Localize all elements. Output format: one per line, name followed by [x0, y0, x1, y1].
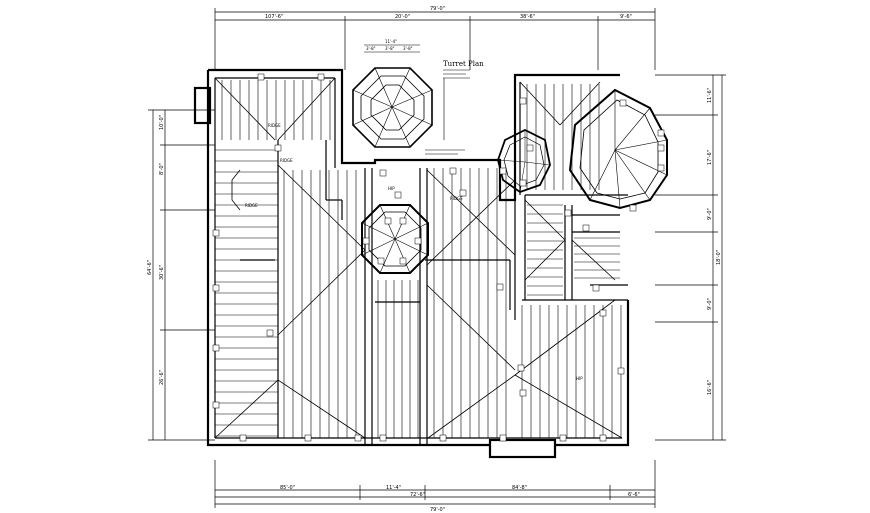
dim-right-2: 17'-6" — [707, 150, 713, 165]
hip-valley-lines — [214, 77, 623, 439]
dim-top-2: 20'-0" — [395, 14, 410, 20]
member-tag — [619, 99, 627, 107]
ridge-label-2: RIDGE — [280, 158, 293, 163]
dim-right-3: 9'-0" — [707, 208, 713, 220]
member-tags — [212, 73, 665, 442]
member-tag — [559, 434, 567, 442]
member-tag — [449, 167, 457, 175]
member-tag — [519, 97, 527, 105]
dim-right-1: 11'-6" — [707, 88, 713, 103]
member-tag — [379, 434, 387, 442]
member-tag — [657, 129, 665, 137]
dim-top-overall: 79'-0" — [430, 6, 445, 12]
member-tag — [394, 191, 402, 199]
ridge-label-4: RIDGE — [450, 196, 463, 201]
member-tag — [519, 389, 527, 397]
rafter-lines — [215, 80, 622, 438]
dim-bottom-5: 72'-6" — [410, 492, 425, 498]
member-tag — [239, 434, 247, 442]
member-tag — [257, 73, 265, 81]
member-tag — [617, 367, 625, 375]
member-tag — [496, 283, 504, 291]
member-tag — [212, 284, 220, 292]
member-tag — [499, 434, 507, 442]
member-tag — [362, 237, 370, 245]
member-tag — [274, 144, 282, 152]
dim-left-overall: 64'-6" — [147, 260, 153, 275]
dim-left-2: 8'-0" — [159, 163, 165, 175]
turret-plan-title: Turret Plan — [443, 60, 484, 68]
member-tag — [526, 144, 534, 152]
dim-left-1: 10'-0" — [159, 115, 165, 130]
member-tag — [517, 364, 525, 372]
turret-dim-b: 3'-8" — [385, 46, 395, 51]
member-tag — [439, 434, 447, 442]
ridge-label-1: RIDGE — [268, 123, 281, 128]
dim-left-4: 26'-6" — [159, 370, 165, 385]
hip-label-2: HIP — [576, 376, 583, 381]
dim-left-3: 30'-6" — [159, 265, 165, 280]
member-tag — [629, 204, 637, 212]
dim-top-4: 9'-6" — [620, 14, 632, 20]
dim-bottom-1: 85'-0" — [280, 485, 295, 491]
member-tag — [519, 179, 527, 187]
dim-top-1: 107'-6" — [265, 14, 283, 20]
dim-right-6: 16'-6" — [707, 380, 713, 395]
dim-bottom-overall: 79'-0" — [430, 507, 445, 513]
member-tag — [212, 229, 220, 237]
dim-bottom-4: 6'-6" — [628, 492, 640, 498]
member-tag — [599, 434, 607, 442]
member-tag — [657, 164, 665, 172]
member-tag — [459, 189, 467, 197]
member-tag — [499, 167, 507, 175]
bay-turret — [497, 128, 551, 194]
bottom-dimension-lines — [214, 460, 656, 508]
member-tag — [657, 144, 665, 152]
right-turret — [568, 88, 668, 210]
left-bay — [231, 169, 241, 211]
right-dimension-lines — [655, 74, 726, 441]
member-tag — [399, 217, 407, 225]
dim-right-5: 9'-0" — [707, 298, 713, 310]
dim-right-4: 18'-0" — [716, 250, 722, 265]
member-tag — [212, 344, 220, 352]
member-tag — [304, 434, 312, 442]
ridge-label-3: RIDGE — [245, 203, 258, 208]
turret-notes — [425, 69, 470, 155]
turret-dim-c: 3'-8" — [403, 46, 413, 51]
member-tag — [266, 329, 274, 337]
member-tag — [414, 237, 422, 245]
member-tag — [317, 73, 325, 81]
member-tag — [399, 257, 407, 265]
member-tag — [582, 224, 590, 232]
turret-dim-a: 3'-8" — [366, 46, 376, 51]
member-tag — [599, 309, 607, 317]
turret-dim-overall: 11'-4" — [385, 39, 397, 44]
dim-bottom-2: 11'-4" — [386, 485, 401, 491]
hip-label-1: HIP — [388, 186, 395, 191]
member-tag — [379, 169, 387, 177]
member-tag — [354, 434, 362, 442]
member-tag — [564, 209, 572, 217]
member-tag — [377, 257, 385, 265]
dim-top-3: 38'-6" — [520, 14, 535, 20]
left-dimension-lines — [148, 109, 215, 441]
top-dimension-lines — [214, 8, 656, 70]
member-tag — [212, 401, 220, 409]
dim-bottom-3: 84'-8" — [512, 485, 527, 491]
member-tag — [592, 284, 600, 292]
turret-plan-detail — [352, 44, 445, 148]
member-tag — [384, 217, 392, 225]
